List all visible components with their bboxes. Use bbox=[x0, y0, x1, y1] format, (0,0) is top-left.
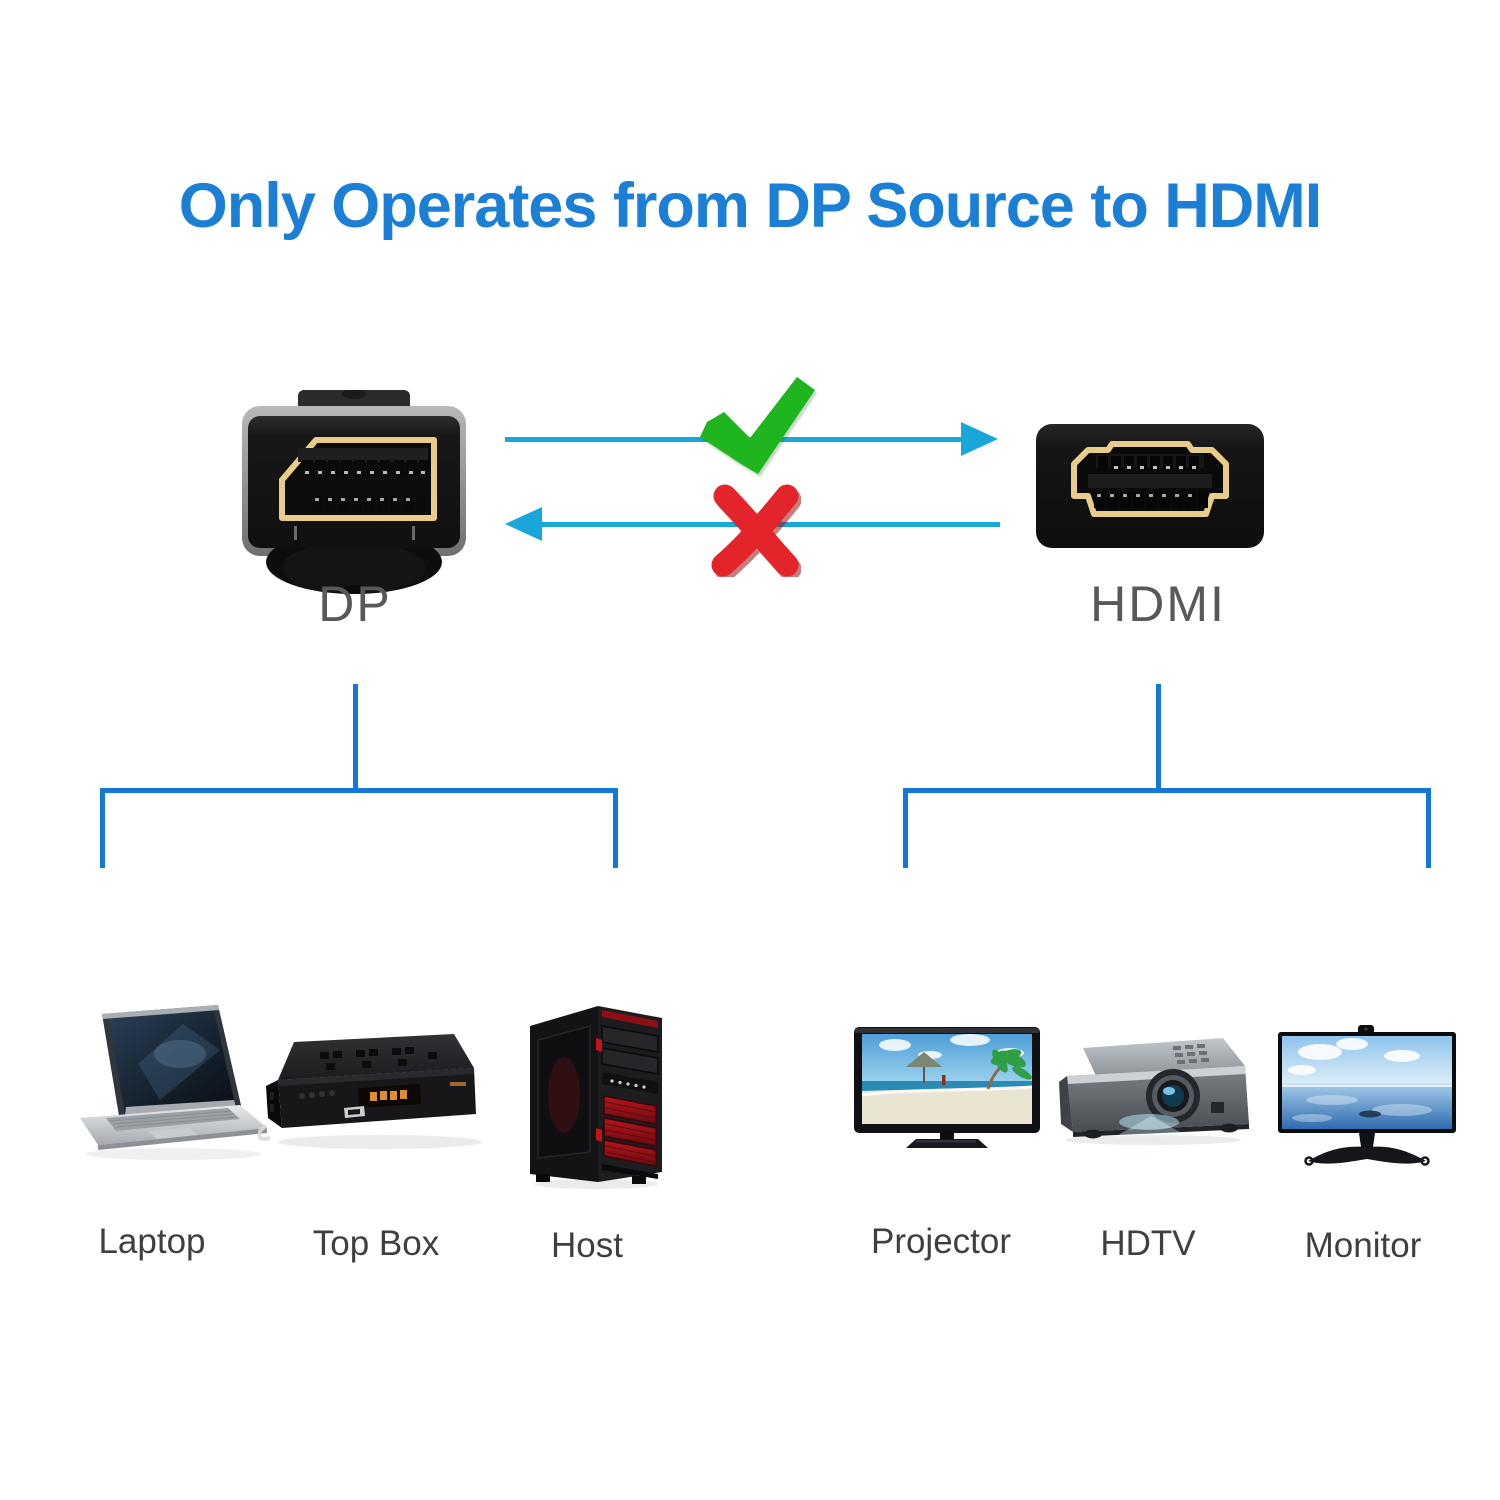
top-box-icon bbox=[258, 1030, 498, 1155]
checkmark-icon bbox=[700, 377, 816, 475]
label-monitor: Monitor bbox=[1304, 1226, 1422, 1265]
monitor-icon bbox=[1272, 1020, 1462, 1175]
dp-branch-right-drop bbox=[613, 788, 618, 868]
page-title: Only Operates from DP Source to HDMI bbox=[178, 171, 1323, 241]
dp-branch-bar bbox=[100, 788, 618, 793]
cross-icon bbox=[711, 483, 801, 577]
label-laptop: Laptop bbox=[98, 1222, 206, 1261]
hdmi-branch-right-drop bbox=[1426, 788, 1431, 868]
dp-label: DP bbox=[318, 576, 392, 632]
projector-icon bbox=[1053, 1032, 1258, 1147]
label-projector: Projector bbox=[870, 1222, 1012, 1261]
dp-branch-stem bbox=[353, 684, 358, 791]
laptop-icon bbox=[68, 1002, 273, 1167]
hdmi-label: HDMI bbox=[1090, 576, 1226, 632]
label-host: Host bbox=[551, 1226, 623, 1265]
hdmi-branch-left-drop bbox=[903, 788, 908, 868]
label-hdtv: HDTV bbox=[1100, 1224, 1196, 1263]
backward-arrowhead-icon bbox=[505, 507, 542, 541]
hdmi-branch-stem bbox=[1156, 684, 1161, 791]
hdmi-connector-icon bbox=[1036, 424, 1264, 548]
host-tower-icon bbox=[522, 1000, 670, 1190]
hdmi-branch-bar bbox=[903, 788, 1431, 793]
forward-arrowhead-icon bbox=[961, 422, 998, 456]
label-top-box: Top Box bbox=[312, 1224, 440, 1263]
dp-connector-icon bbox=[238, 390, 470, 600]
tv-icon bbox=[850, 1025, 1045, 1165]
dp-branch-left-drop bbox=[100, 788, 105, 868]
